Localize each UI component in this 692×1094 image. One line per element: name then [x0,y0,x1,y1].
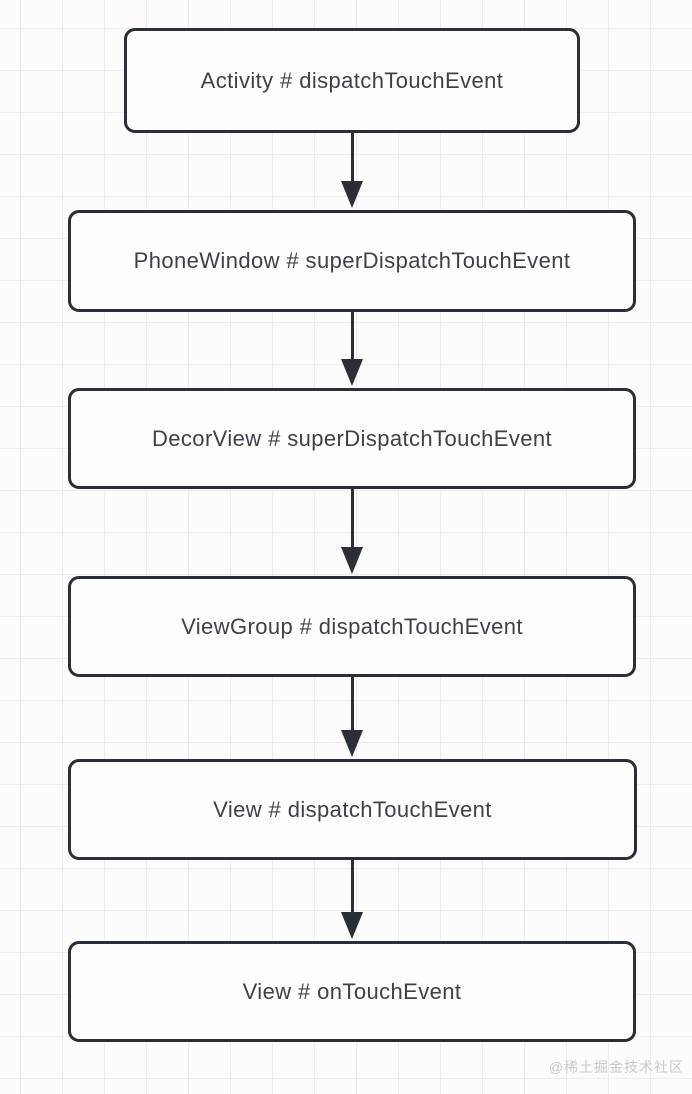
arrow-head [341,359,363,386]
flow-node-view-dispatch-touch-event: View # dispatchTouchEvent [68,759,637,860]
flow-node-decorview-super-dispatch-touch-event: DecorView # superDispatchTouchEvent [68,388,636,489]
node-label: PhoneWindow # superDispatchTouchEvent [133,248,571,273]
arrow-shaft [350,312,354,359]
arrow-down-icon [341,677,363,757]
node-label: ViewGroup # dispatchTouchEvent [181,613,523,639]
node-label: View # onTouchEvent [242,978,462,1004]
arrow-shaft [350,860,354,912]
arrow-down-icon [341,860,363,939]
flow-node-viewgroup-dispatch-touch-event: ViewGroup # dispatchTouchEvent [68,576,636,677]
flow-node-phonewindow-super-dispatch-touch-event: PhoneWindow # superDispatchTouchEvent [68,210,636,312]
flow-node-view-on-touch-event: View # onTouchEvent [68,941,636,1042]
arrow-shaft [350,133,354,181]
arrow-down-icon [341,312,363,386]
watermark: @稀土掘金技术社区 [548,1059,684,1075]
node-label: Activity # dispatchTouchEvent [200,67,504,93]
arrow-head [341,181,363,208]
node-label: DecorView # superDispatchTouchEvent [151,425,553,451]
arrow-shaft [350,489,354,547]
flow-node-activity-dispatch-touch-event: Activity # dispatchTouchEvent [124,28,580,133]
arrow-down-icon [341,133,363,208]
arrow-head [341,730,363,757]
arrow-down-icon [341,489,363,574]
arrow-shaft [350,677,354,730]
arrow-head [341,547,363,574]
node-label: View # dispatchTouchEvent [213,796,492,822]
arrow-head [341,912,363,939]
